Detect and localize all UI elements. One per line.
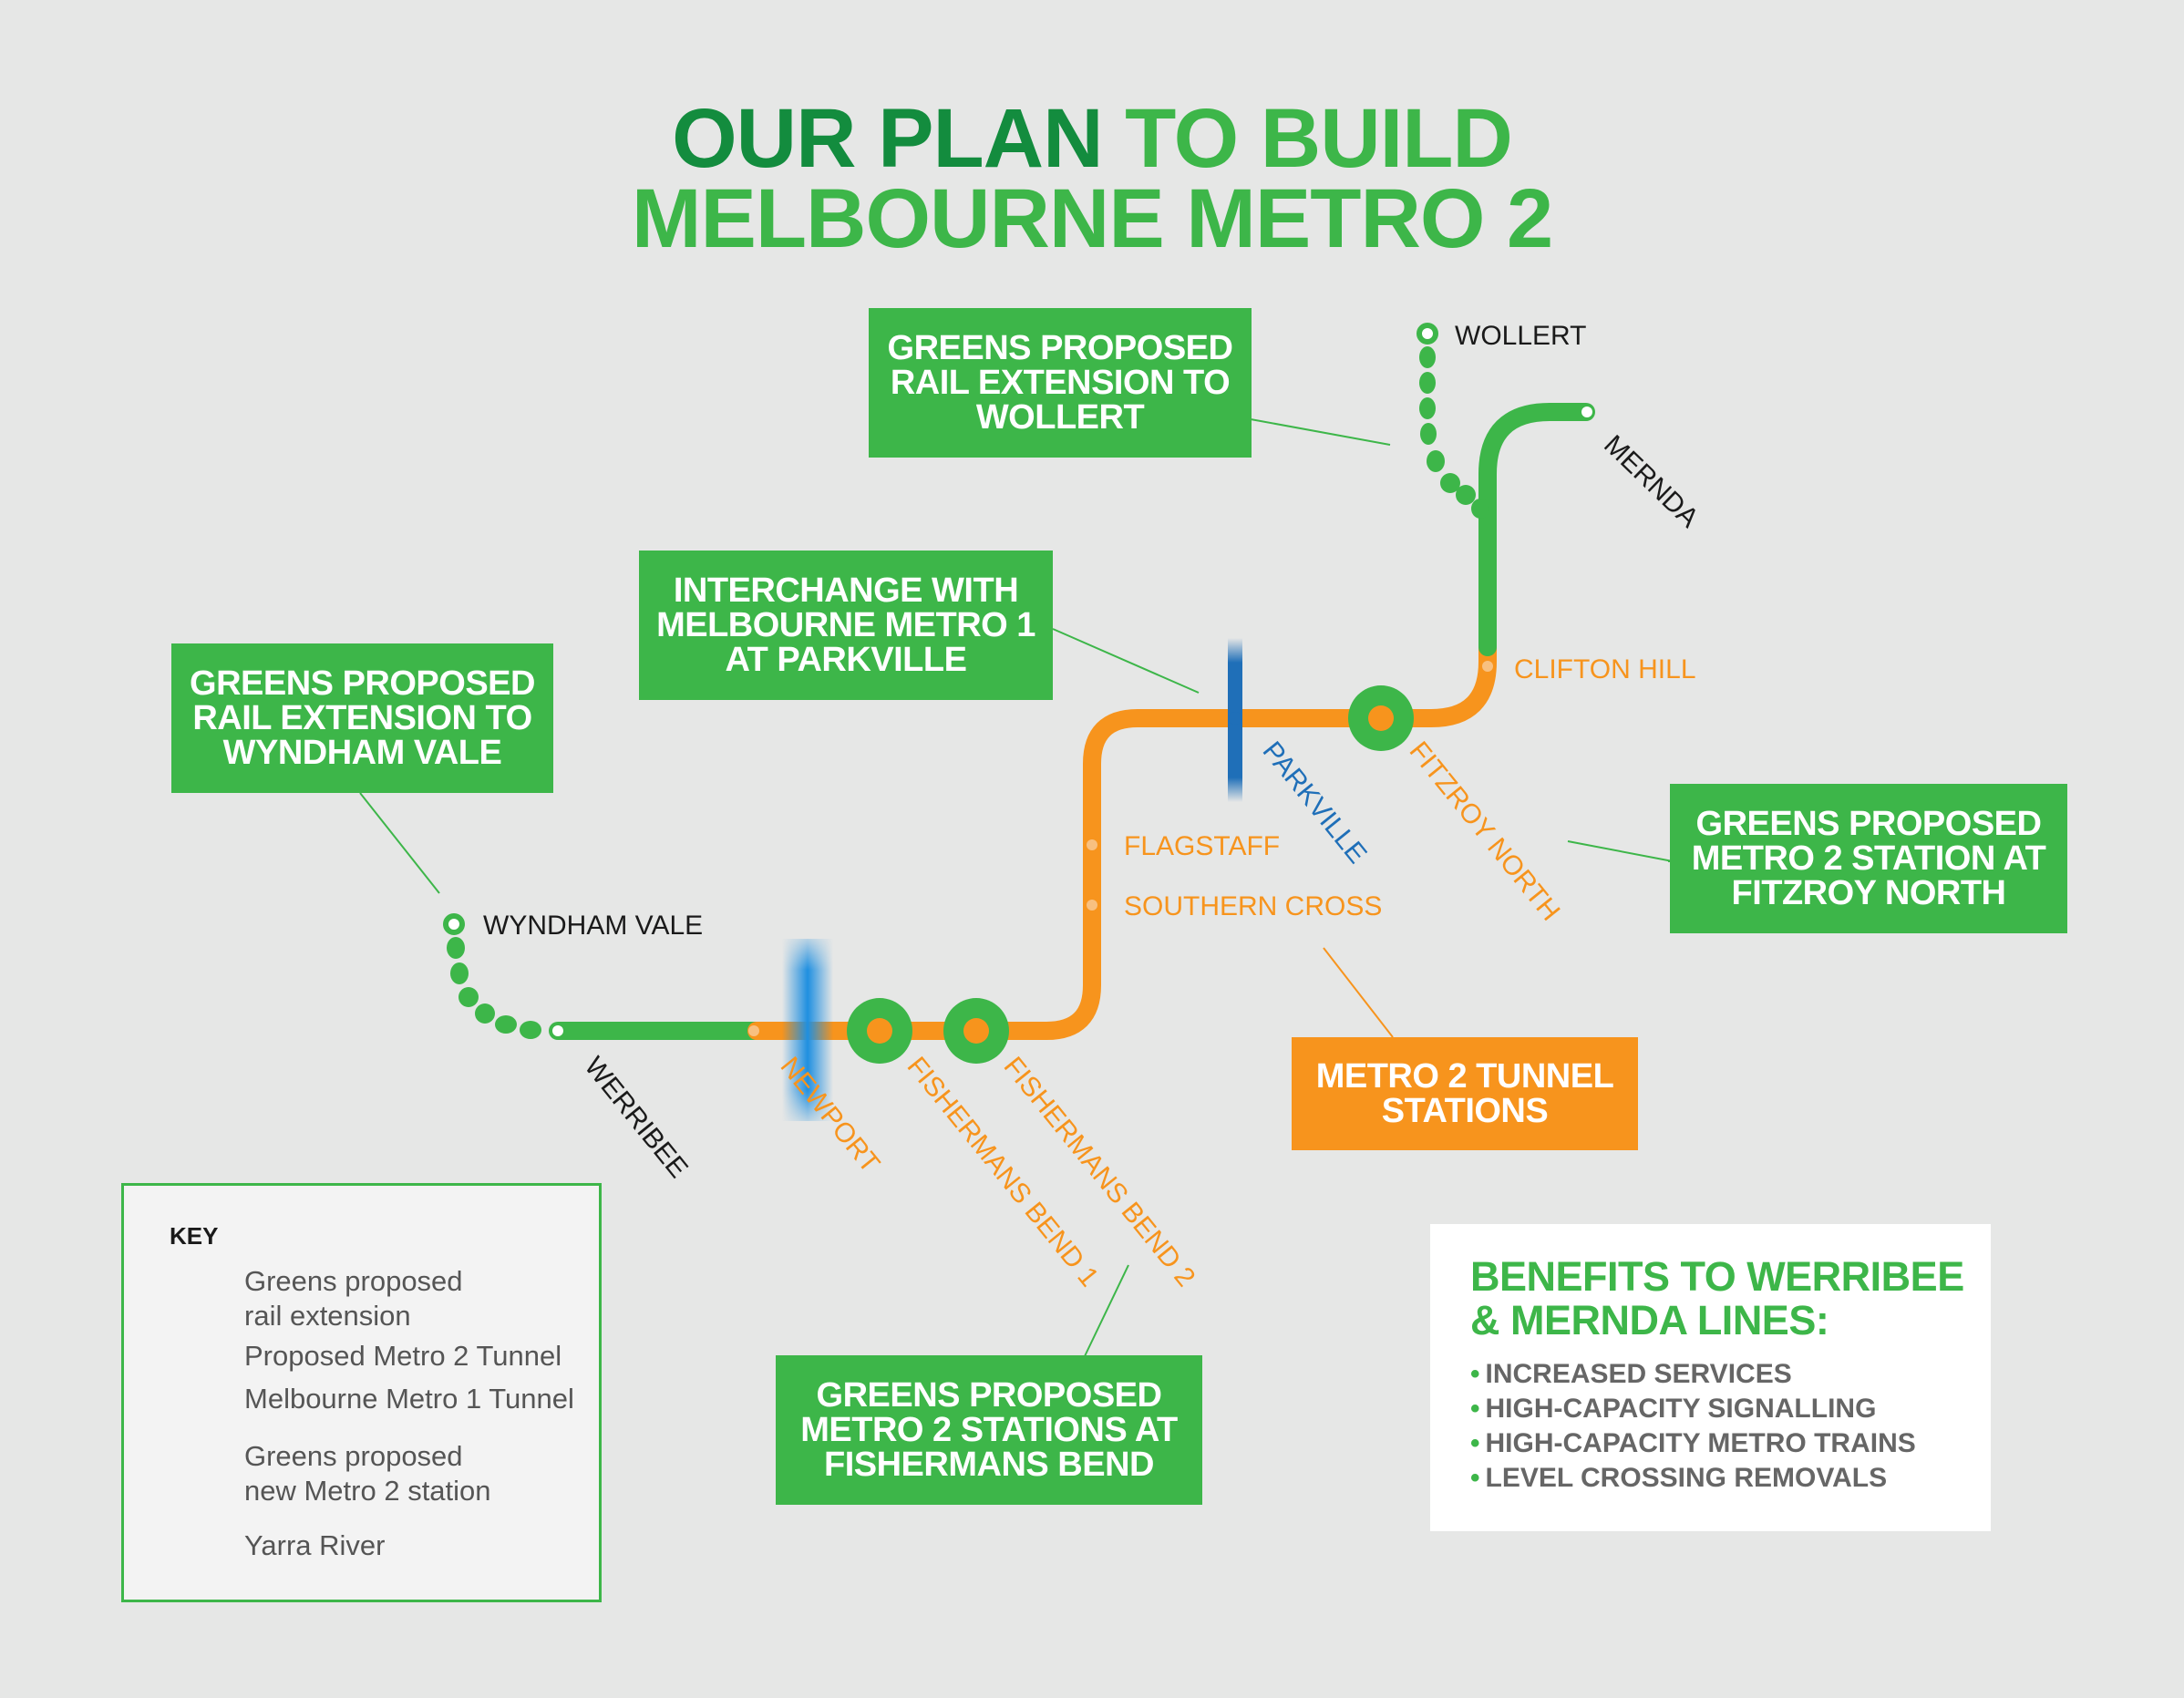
key-item-new-station: Greens proposed new Metro 2 station [244, 1440, 491, 1507]
tunnel-leader [1323, 947, 1394, 1038]
benefit-item: •INCREASED SERVICES [1470, 1359, 1792, 1389]
label-wollert: WOLLERT [1455, 321, 1586, 351]
benefit-item: •HIGH-CAPACITY METRO TRAINS [1470, 1428, 1916, 1458]
label-fishermans-bend-1: FISHERMANS BEND 1 [901, 1052, 1105, 1292]
wyndham-vale-terminus [443, 913, 465, 935]
title-line1-dark: OUR PLAN [672, 92, 1103, 185]
benefits-box: BENEFITS TO WERRIBEE & MERNDA LINES: •IN… [1430, 1224, 1991, 1531]
label-clifton-hill: CLIFTON HILL [1514, 654, 1696, 684]
benefits-heading: BENEFITS TO WERRIBEE & MERNDA LINES: [1470, 1253, 1964, 1343]
label-werribee: WERRIBEE [579, 1052, 694, 1184]
parkville-station [1229, 712, 1241, 725]
wyndham-extension [447, 937, 541, 1039]
benefit-item: •HIGH-CAPACITY SIGNALLING [1470, 1394, 1877, 1424]
werribee-station [552, 1025, 563, 1036]
label-southern-cross: SOUTHERN CROSS [1124, 891, 1382, 921]
label-fishermans-bend-2: FISHERMANS BEND 2 [998, 1052, 1201, 1292]
southern-cross-station [1087, 900, 1097, 911]
mernda-station [1581, 406, 1592, 417]
fishermans-bend-1-station [847, 998, 912, 1064]
clifton-hill-station [1482, 661, 1493, 672]
fitzroy-north-station [1348, 685, 1414, 751]
map-key: KEY Greens proposed rail extension Propo… [121, 1183, 602, 1602]
title-line1-light: TO BUILD [1125, 92, 1513, 185]
page-title: OUR PLAN TO BUILD MELBOURNE METRO 2 [0, 97, 2184, 265]
key-title: KEY [170, 1222, 219, 1250]
label-mernda: MERNDA [1598, 429, 1704, 533]
title-line2: MELBOURNE METRO 2 [631, 172, 1553, 265]
key-item-metro2: Proposed Metro 2 Tunnel [244, 1340, 562, 1372]
metro2-tunnel-line [747, 629, 1497, 1040]
wollert-terminus [1417, 323, 1438, 345]
key-item-metro1: Melbourne Metro 1 Tunnel [244, 1383, 574, 1415]
fishermans-bend-2-station [943, 998, 1009, 1064]
key-item-yarra: Yarra River [244, 1529, 386, 1561]
newport-station [748, 1025, 759, 1036]
wollert-extension [1419, 346, 1489, 519]
key-item-rail-extension: Greens proposed rail extension [244, 1265, 463, 1332]
flagstaff-station [1087, 839, 1097, 850]
label-flagstaff: FLAGSTAFF [1124, 831, 1280, 861]
yarra-river [782, 939, 833, 1121]
benefit-item: •LEVEL CROSSING REMOVALS [1470, 1463, 1888, 1493]
label-fitzroy-north: FITZROY NORTH [1404, 736, 1566, 927]
mernda-line [1478, 403, 1595, 656]
benefits-list: •INCREASED SERVICES •HIGH-CAPACITY SIGNA… [1470, 1357, 1916, 1496]
label-wyndham-vale: WYNDHAM VALE [483, 911, 703, 941]
